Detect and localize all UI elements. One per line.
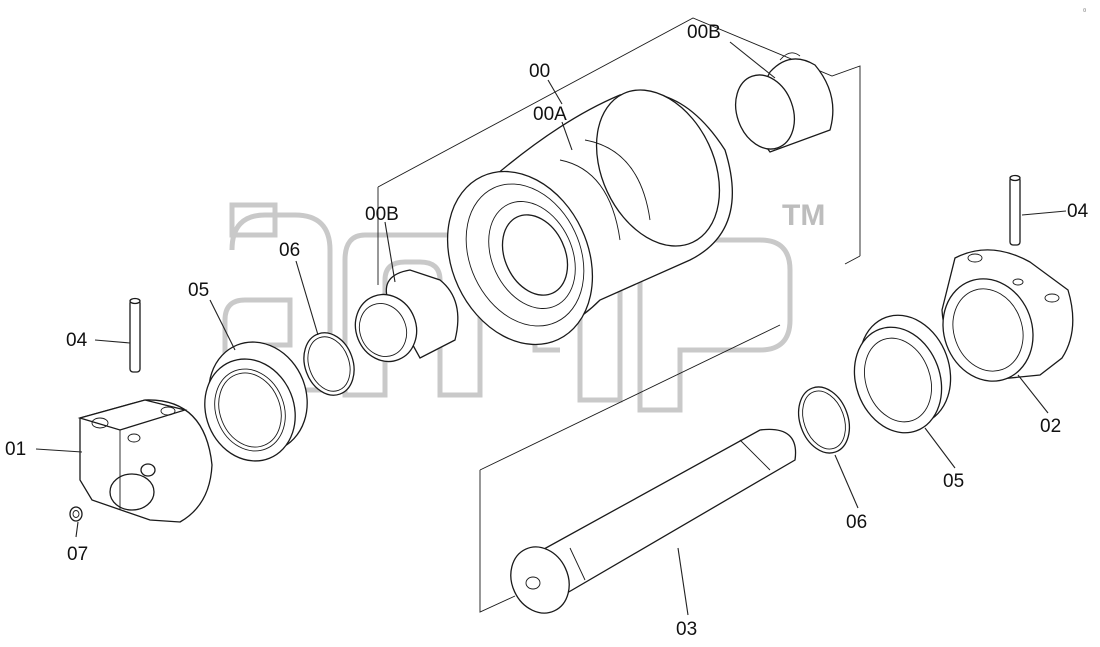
label-00A: 00A xyxy=(533,104,567,125)
bushing-top xyxy=(735,52,834,153)
roller-body xyxy=(446,89,733,346)
label-00B-top: 00B xyxy=(687,22,721,43)
leader-lines xyxy=(35,41,1067,616)
part-labels: 00 00A 00B 00B 06 05 04 01 07 04 02 05 0… xyxy=(5,22,1089,640)
pin-left xyxy=(129,297,141,373)
oring-right xyxy=(797,386,851,454)
seal-left xyxy=(204,341,308,462)
label-03: 03 xyxy=(676,619,697,640)
label-04-left: 04 xyxy=(66,330,88,351)
trademark-mark: TM xyxy=(782,199,825,232)
seal-right xyxy=(853,314,952,434)
label-01: 01 xyxy=(5,439,26,460)
bracket-right xyxy=(941,249,1074,382)
label-04-right: 04 xyxy=(1067,201,1089,222)
label-06-right: 06 xyxy=(846,512,867,533)
bushing-mid xyxy=(354,269,459,363)
bracket-left xyxy=(77,399,213,523)
assembly-frame xyxy=(377,17,861,613)
plug-07 xyxy=(69,506,83,522)
label-05-left: 05 xyxy=(188,280,209,301)
corner-mark: ¤ xyxy=(1083,8,1086,14)
label-00B-mid: 00B xyxy=(365,204,399,225)
label-05-right: 05 xyxy=(943,471,964,492)
label-07: 07 xyxy=(67,544,88,565)
label-06-left: 06 xyxy=(279,240,300,261)
pin-right xyxy=(1009,174,1021,246)
shaft xyxy=(510,428,797,614)
label-02: 02 xyxy=(1040,416,1061,437)
label-00: 00 xyxy=(529,61,550,82)
